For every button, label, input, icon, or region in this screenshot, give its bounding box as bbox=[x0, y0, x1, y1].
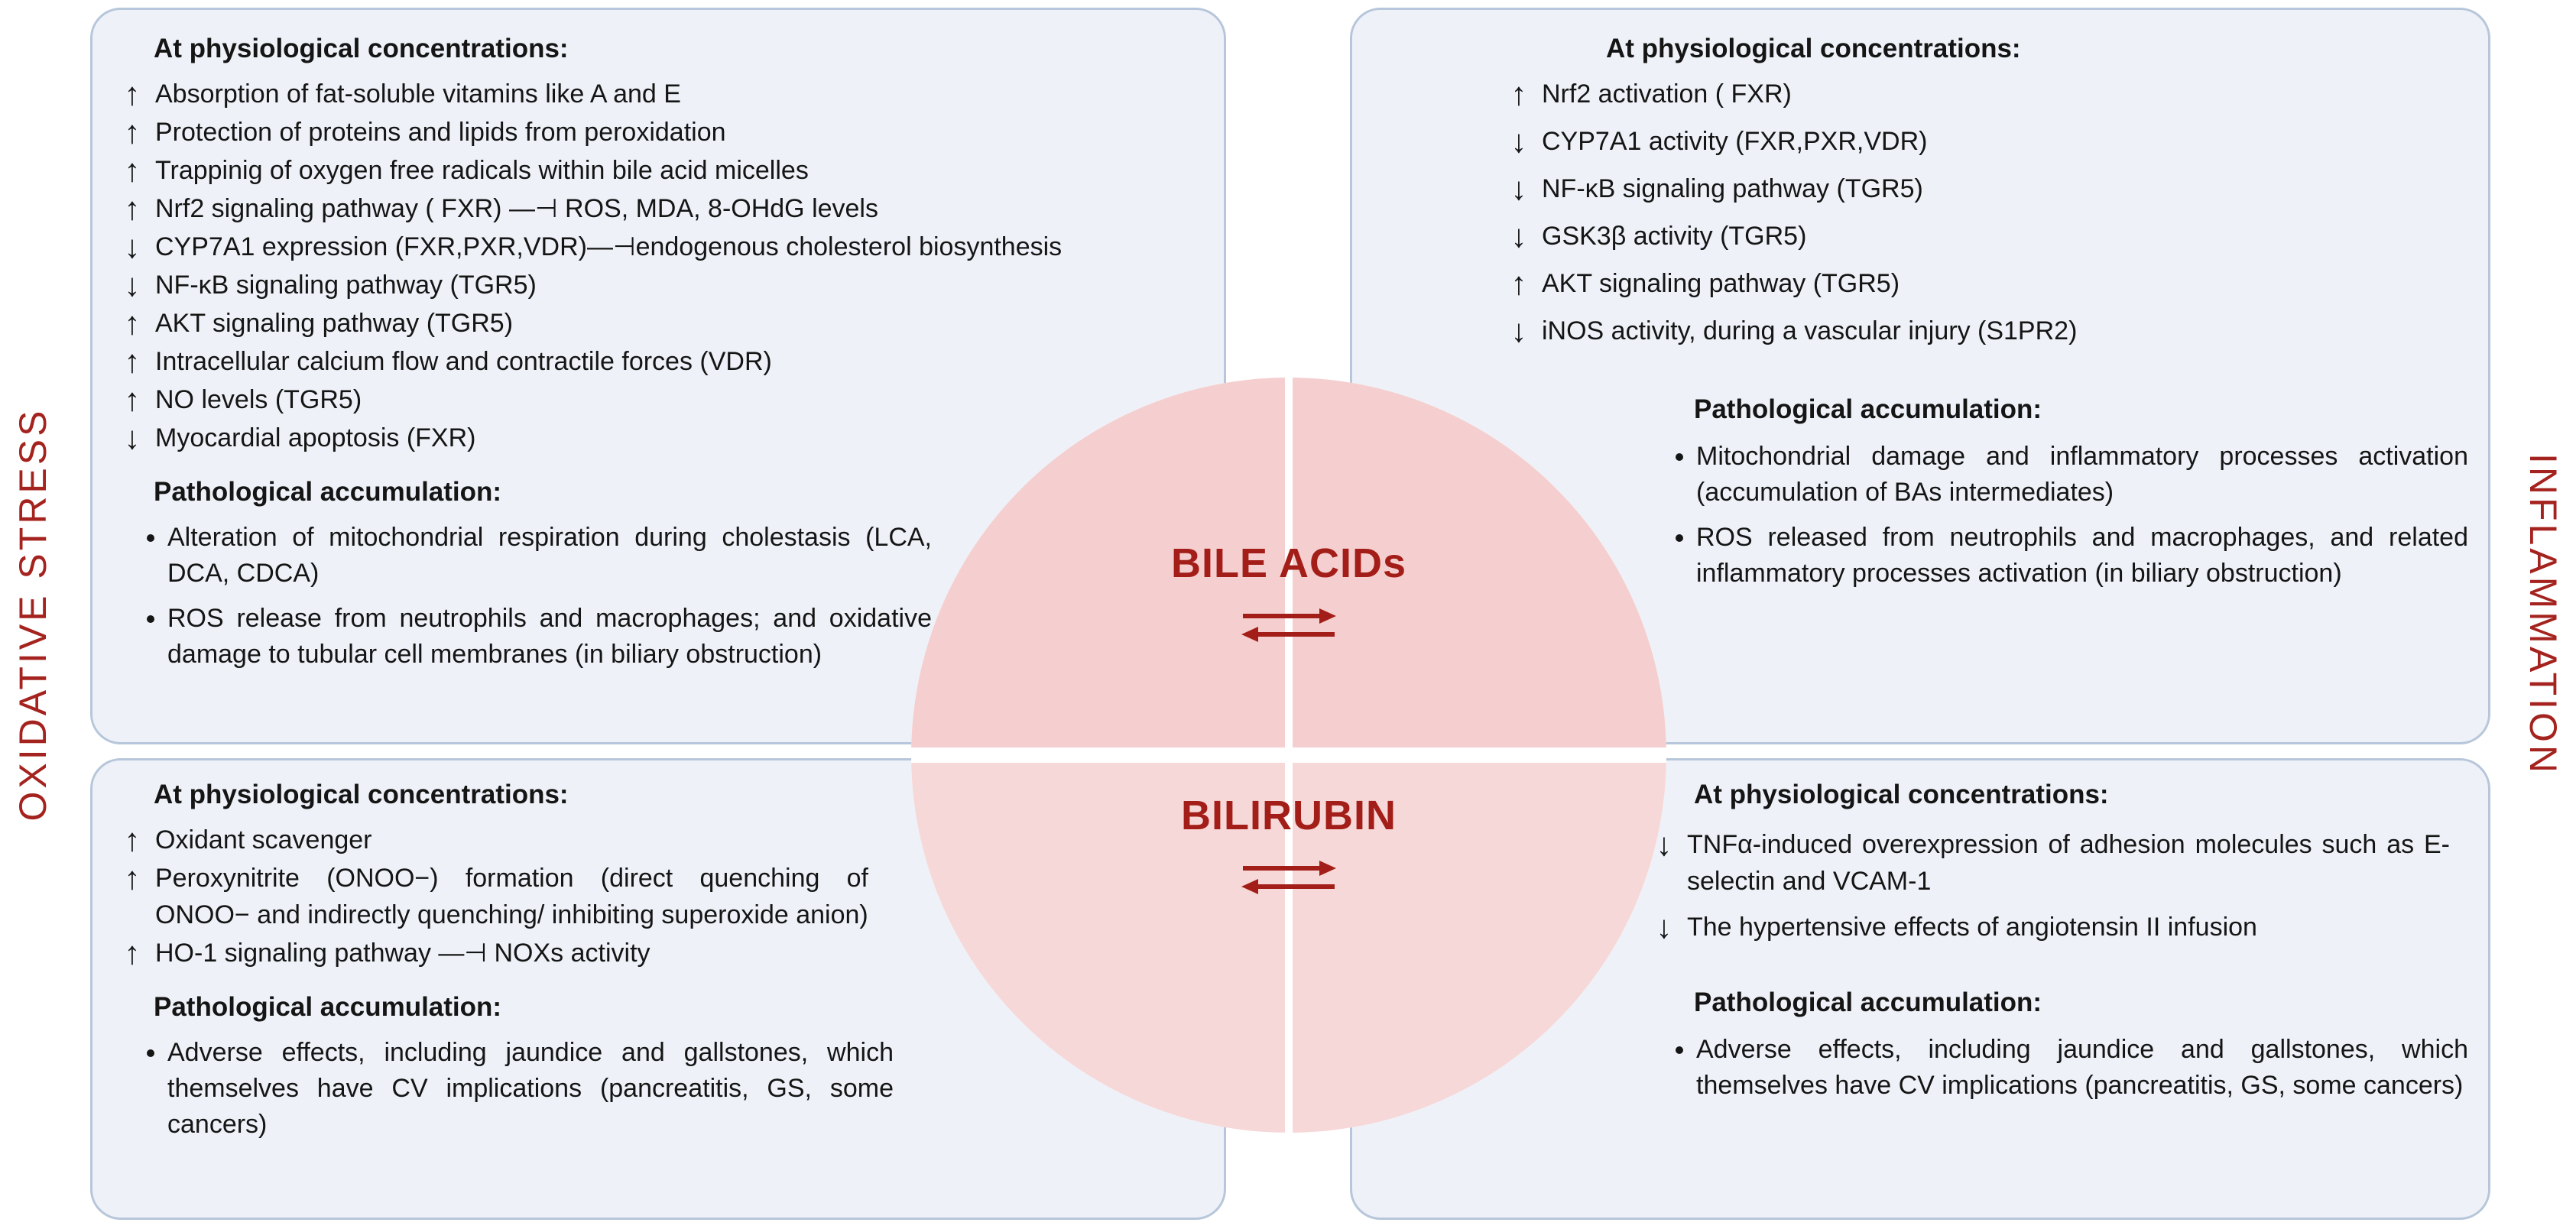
list-item-text: The hypertensive effects of angiotensin … bbox=[1687, 912, 2257, 942]
list-item: ↑ NO levels (TGR5) bbox=[118, 381, 1196, 418]
pathological-heading: Pathological accumulation: bbox=[154, 476, 502, 507]
list-item-text: Oxidant scavenger bbox=[155, 825, 372, 854]
down-arrow-icon: ↓ bbox=[1510, 122, 1527, 159]
list-item-text: GSK3β activity (TGR5) bbox=[1542, 221, 1807, 251]
list-item-text: NO levels (TGR5) bbox=[155, 384, 362, 414]
list-item: ↑ Oxidant scavenger bbox=[118, 822, 1196, 858]
pathological-heading: Pathological accumulation: bbox=[1694, 987, 2042, 1017]
list-item-text: Intracellular calcium flow and contracti… bbox=[155, 346, 772, 376]
list-item-text: Nrf2 activation ( FXR) bbox=[1542, 79, 1792, 109]
list-item: ↓ CYP7A1 expression (FXR,PXR,VDR)—⊣endog… bbox=[118, 229, 1196, 265]
list-item: ↓ NF-κB signaling pathway (TGR5) bbox=[1505, 170, 2461, 207]
circle-quadrant-bottom-right bbox=[1293, 763, 1666, 1133]
list-item-text: Trappinig of oxygen free radicals within… bbox=[155, 155, 809, 185]
list-item: ↓ NF-κB signaling pathway (TGR5) bbox=[118, 267, 1196, 303]
up-arrow-icon: ↑ bbox=[124, 151, 141, 188]
physiological-list: ↑ Oxidant scavenger ↑ Peroxynitrite (ONO… bbox=[118, 822, 1196, 971]
pathological-list: Alteration of mitochondrial respiration … bbox=[118, 520, 932, 673]
up-arrow-icon: ↑ bbox=[124, 342, 141, 379]
list-item: ↑ Intracellular calcium flow and contrac… bbox=[118, 343, 1196, 380]
equilibrium-arrows-icon bbox=[1241, 861, 1336, 894]
up-arrow-icon: ↑ bbox=[124, 190, 141, 226]
inflammation-axis-label: INFLAMMATION bbox=[2522, 452, 2565, 777]
physiological-list: ↑ Nrf2 activation ( FXR) ↓ CYP7A1 activi… bbox=[1505, 76, 2461, 349]
physiological-list: ↓ TNFα-induced overexpression of adhesio… bbox=[1650, 826, 2461, 945]
list-item: ↑ Nrf2 signaling pathway ( FXR) —⊣ ROS, … bbox=[118, 190, 1196, 227]
list-item-text: CYP7A1 expression (FXR,PXR,VDR)—⊣endogen… bbox=[155, 232, 1063, 261]
list-item: ↑ Trappinig of oxygen free radicals with… bbox=[118, 152, 1196, 189]
up-arrow-icon: ↑ bbox=[124, 75, 141, 112]
up-arrow-icon: ↑ bbox=[124, 821, 141, 858]
list-item: ↓ The hypertensive effects of angiotensi… bbox=[1650, 909, 2461, 945]
list-item: ↑ Absorption of fat-soluble vitamins lik… bbox=[118, 76, 1196, 112]
list-item: ↑ AKT signaling pathway (TGR5) bbox=[118, 305, 1196, 342]
list-item-text: Absorption of fat-soluble vitamins like … bbox=[155, 79, 681, 109]
up-arrow-icon: ↑ bbox=[1510, 75, 1527, 112]
physiological-heading: At physiological concentrations: bbox=[154, 34, 569, 63]
circle-quadrant-bottom-left bbox=[911, 763, 1285, 1133]
list-item: ↑ Protection of proteins and lipids from… bbox=[118, 114, 1196, 151]
bilirubin-title: BILIRUBIN bbox=[1181, 793, 1397, 838]
pathological-heading: Pathological accumulation: bbox=[1694, 394, 2042, 424]
down-arrow-icon: ↓ bbox=[1510, 312, 1527, 349]
pathological-heading: Pathological accumulation: bbox=[154, 991, 502, 1022]
list-item: ↓ TNFα-induced overexpression of adhesio… bbox=[1650, 826, 2461, 900]
up-arrow-icon: ↑ bbox=[124, 113, 141, 150]
list-item-text: TNFα-induced overexpression of adhesion … bbox=[1687, 829, 2450, 896]
panel-bilirubin-oxidative-stress: At physiological concentrations: ↑ Oxida… bbox=[90, 758, 1226, 1220]
down-arrow-icon: ↓ bbox=[124, 266, 141, 303]
list-item: ↓ Myocardial apoptosis (FXR) bbox=[118, 420, 1196, 456]
up-arrow-icon: ↑ bbox=[124, 304, 141, 341]
central-circle bbox=[911, 378, 1666, 1133]
panel-bile-acids-oxidative-stress: At physiological concentrations: ↑ Absor… bbox=[90, 8, 1226, 744]
list-item: Mitochondrial damage and inflammatory pr… bbox=[1696, 439, 2468, 511]
list-item-text: Nrf2 signaling pathway ( FXR) —⊣ ROS, MD… bbox=[155, 193, 878, 223]
list-item-text: NF-κB signaling pathway (TGR5) bbox=[1542, 173, 1923, 203]
up-arrow-icon: ↑ bbox=[124, 381, 141, 417]
down-arrow-icon: ↓ bbox=[1510, 170, 1527, 206]
list-item-text: Protection of proteins and lipids from p… bbox=[155, 117, 726, 147]
list-item-text: Peroxynitrite (ONOO−) formation (direct … bbox=[155, 863, 868, 929]
list-item: ROS release from neutrophils and macroph… bbox=[167, 601, 932, 673]
pathological-list: Adverse effects, including jaundice and … bbox=[1647, 1032, 2468, 1104]
list-item-text: NF-κB signaling pathway (TGR5) bbox=[155, 270, 537, 300]
down-arrow-icon: ↓ bbox=[124, 419, 141, 456]
list-item-text: iNOS activity, during a vascular injury … bbox=[1542, 316, 2078, 345]
physiological-heading: At physiological concentrations: bbox=[1694, 780, 2109, 809]
list-item: Adverse effects, including jaundice and … bbox=[167, 1035, 894, 1143]
equilibrium-arrows-icon bbox=[1241, 608, 1336, 642]
list-item-text: AKT signaling pathway (TGR5) bbox=[1542, 268, 1900, 298]
pathological-list: Adverse effects, including jaundice and … bbox=[118, 1035, 894, 1143]
oxidative-stress-axis-label: OXIDATIVE STRESS bbox=[11, 407, 54, 822]
down-arrow-icon: ↓ bbox=[1510, 217, 1527, 254]
list-item-text: HO-1 signaling pathway —⊣ NOXs activity bbox=[155, 938, 650, 968]
bile-acids-title: BILE ACIDs bbox=[1170, 540, 1407, 586]
circle-quadrant-top-right bbox=[1293, 378, 1666, 747]
list-item-text: CYP7A1 activity (FXR,PXR,VDR) bbox=[1542, 126, 1928, 156]
list-item: ↑ AKT signaling pathway (TGR5) bbox=[1505, 265, 2461, 302]
up-arrow-icon: ↑ bbox=[124, 934, 141, 971]
list-item: ↑ Peroxynitrite (ONOO−) formation (direc… bbox=[118, 860, 1196, 933]
list-item: Alteration of mitochondrial respiration … bbox=[167, 520, 932, 592]
pathological-list: Mitochondrial damage and inflammatory pr… bbox=[1647, 439, 2468, 592]
up-arrow-icon: ↑ bbox=[1510, 264, 1527, 301]
down-arrow-icon: ↓ bbox=[124, 228, 141, 264]
list-item-text: AKT signaling pathway (TGR5) bbox=[155, 308, 514, 338]
physiological-heading: At physiological concentrations: bbox=[154, 780, 569, 809]
list-item: ↑ Nrf2 activation ( FXR) bbox=[1505, 76, 2461, 112]
list-item: ROS released from neutrophils and macrop… bbox=[1696, 520, 2468, 592]
circle-quadrant-top-left bbox=[911, 378, 1285, 747]
list-item: ↑ HO-1 signaling pathway —⊣ NOXs activit… bbox=[118, 935, 1196, 971]
physiological-list: ↑ Absorption of fat-soluble vitamins lik… bbox=[118, 76, 1196, 456]
up-arrow-icon: ↑ bbox=[124, 859, 141, 896]
list-item: ↓ iNOS activity, during a vascular injur… bbox=[1505, 313, 2461, 349]
list-item: ↓ GSK3β activity (TGR5) bbox=[1505, 218, 2461, 255]
physiological-heading: At physiological concentrations: bbox=[1606, 34, 2021, 63]
list-item-text: Myocardial apoptosis (FXR) bbox=[155, 423, 476, 452]
list-item: Adverse effects, including jaundice and … bbox=[1696, 1032, 2468, 1104]
list-item: ↓ CYP7A1 activity (FXR,PXR,VDR) bbox=[1505, 123, 2461, 160]
